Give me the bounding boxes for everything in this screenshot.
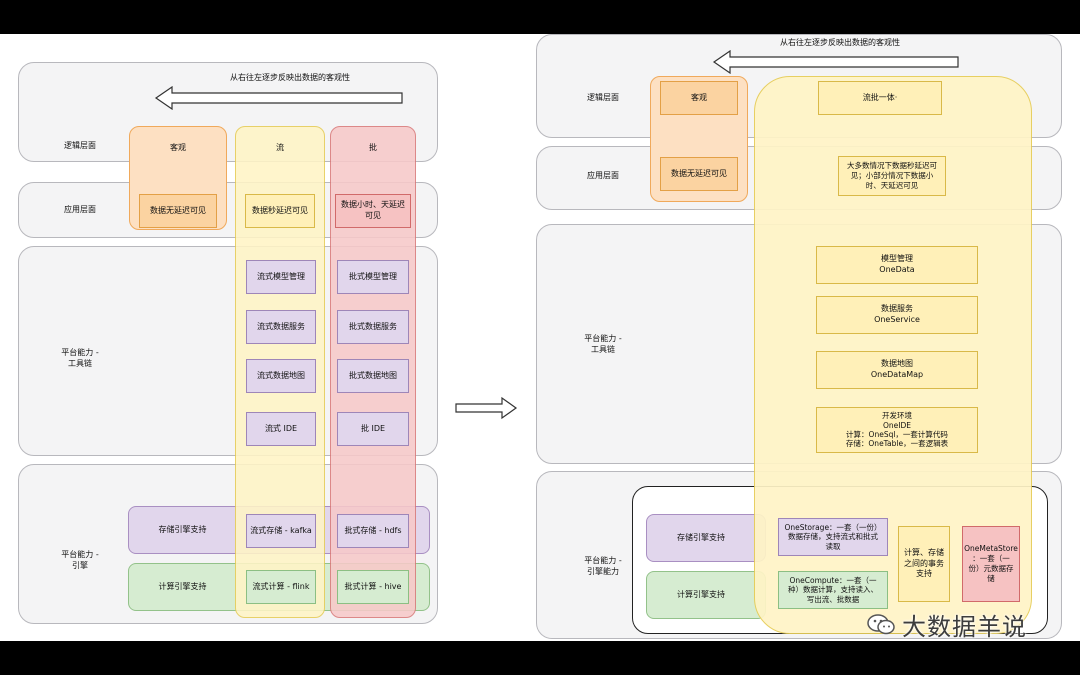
right-storage-support-label: 存储引擎支持 (677, 532, 725, 542)
left-logic-label: 逻辑层面 (64, 140, 96, 150)
watermark-text: 大数据羊说 (902, 612, 1027, 641)
left-batch-compute-box: 批式计算 - hive (337, 570, 409, 604)
transition-arrow (455, 396, 518, 420)
right-tool-onedatamap: 数据地图 OneDataMap (816, 351, 978, 389)
left-stream-tool-ide: 流式 IDE (246, 412, 316, 446)
right-tool-onedata: 模型管理 OneData (816, 246, 978, 284)
left-batch-tool-ide: 批 IDE (337, 412, 409, 446)
left-compute-support-label: 计算引擎支持 (158, 581, 207, 591)
left-tool-label: 平台能力 - 工具链 (61, 348, 99, 368)
left-batch-storage-box: 批式存储 - hdfs (337, 514, 409, 548)
right-logic-label: 逻辑层面 (587, 92, 619, 102)
left-app-label: 应用层面 (64, 204, 96, 214)
left-storage-support-label: 存储引擎支持 (158, 524, 207, 534)
left-batch-tool-model: 批式模型管理 (337, 260, 409, 294)
left-stream-compute-box: 流式计算 - flink (246, 570, 316, 604)
right-tool-oneide: 开发环境 OneIDE 计算：OneSql，一套计算代码 存储：OneTable… (816, 407, 978, 453)
right-unified-app-box: 大多数情况下数据秒延迟可 见；小部分情况下数据小 时、天延迟可见 (838, 156, 946, 196)
right-app-label: 应用层面 (587, 170, 619, 180)
right-storage-band (646, 514, 766, 562)
left-batch-tool-map: 批式数据地图 (337, 359, 409, 393)
right-compute-support-label: 计算引擎支持 (677, 589, 725, 599)
left-stream-storage-box: 流式存储 - kafka (246, 514, 316, 548)
right-onemetastore-box: OneMetaStore ：一套（一 份）元数据存 储 (962, 526, 1020, 602)
right-objective-app-box: 数据无延迟可见 (660, 157, 738, 191)
left-batch-app-box: 数据小时、天延迟 可见 (335, 194, 411, 228)
left-stream-title: 流 (276, 142, 284, 152)
right-transaction-box: 计算、存储 之间的事务 支持 (898, 526, 950, 602)
right-onestorage-box: OneStorage：一套（一份） 数据存储，支持流式和批式 读取 (778, 518, 888, 556)
left-engine-label: 平台能力 - 引擎 (61, 550, 99, 570)
right-compute-band (646, 571, 766, 619)
left-stream-app-box: 数据秒延迟可见 (245, 194, 315, 228)
left-direction-arrow (154, 86, 403, 110)
diagram-canvas: 从右往左逐步反映出数据的客观性 逻辑层面 应用层面 平台能力 - 工具链 平台能… (0, 34, 1080, 641)
left-stream-tool-model: 流式模型管理 (246, 260, 316, 294)
right-arrow-caption: 从右往左逐步反映出数据的客观性 (780, 38, 900, 47)
wechat-icon (867, 614, 895, 635)
left-arrow-caption: 从右往左逐步反映出数据的客观性 (230, 73, 350, 82)
left-batch-title: 批 (369, 142, 377, 152)
left-stream-tool-service: 流式数据服务 (246, 310, 316, 344)
right-tool-label: 平台能力 - 工具链 (584, 334, 622, 354)
left-batch-tool-service: 批式数据服务 (337, 310, 409, 344)
right-onecompute-box: OneCompute：一套（一 种）数据计算，支持读入、 写出流、批数据 (778, 571, 888, 609)
left-objective-title: 客观 (170, 142, 186, 152)
right-tool-oneservice: 数据服务 OneService (816, 296, 978, 334)
right-direction-arrow (712, 50, 959, 74)
watermark: 大数据羊说 (866, 608, 1046, 641)
right-unified-title-box: 流批一体· (818, 81, 942, 115)
left-stream-tool-map: 流式数据地图 (246, 359, 316, 393)
right-engine-label: 平台能力 - 引擎能力 (584, 556, 622, 576)
left-objective-app-box: 数据无延迟可见 (139, 194, 217, 228)
right-objective-title-box: 客观 (660, 81, 738, 115)
